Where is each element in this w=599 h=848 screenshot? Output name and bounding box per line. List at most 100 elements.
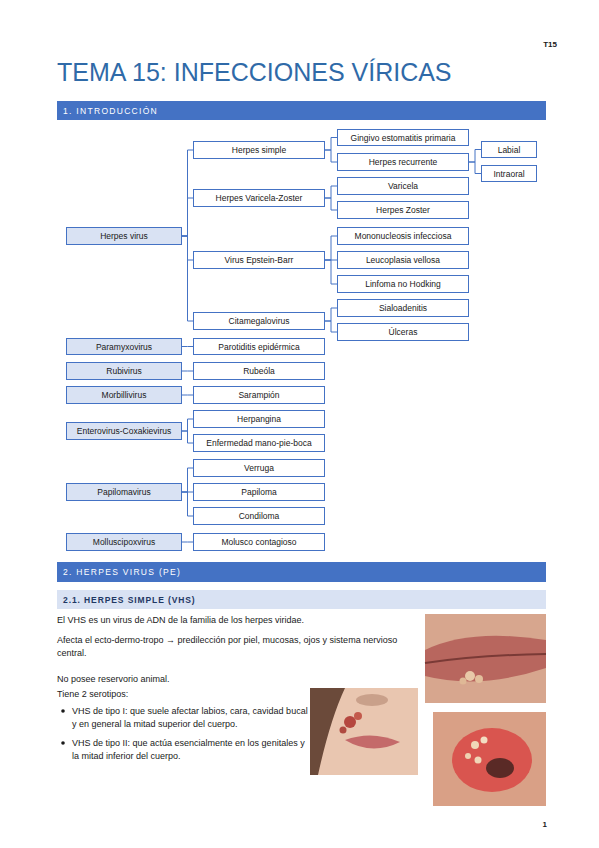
- connector-line: [325, 138, 337, 151]
- disease-box: Intraoral: [481, 165, 537, 182]
- node-text: 1. INTRODUCCIÓN: [63, 106, 158, 116]
- connector-line: [325, 198, 337, 210]
- disease-box: Herpes Zoster: [337, 201, 469, 219]
- node-text: Labial: [498, 145, 521, 155]
- connector-line: [182, 395, 193, 396]
- blister: [465, 671, 475, 681]
- blister: [465, 753, 471, 759]
- lesion: [340, 727, 347, 734]
- node-text: Molluscipoxvirus: [93, 537, 155, 547]
- photo-background: [433, 712, 546, 806]
- node-text: Leucoplasia vellosa: [366, 255, 440, 265]
- bullet-dot: [61, 709, 65, 713]
- disease-box: Gingivo estomatitis primaria: [337, 129, 469, 146]
- lesion: [344, 716, 356, 728]
- blister: [481, 737, 488, 744]
- node-text: Rubivirus: [106, 366, 141, 376]
- photo-background: [425, 614, 546, 703]
- node-text: Herpes Varicela-Zoster: [216, 193, 303, 203]
- connector-line: [325, 186, 337, 198]
- disease-box: Herpes Varicela-Zoster: [193, 189, 325, 207]
- body-text: El VHS es un virus de ADN de la familia …: [57, 614, 419, 627]
- connector-line: [182, 236, 193, 260]
- node-text: Citamegalovirus: [229, 316, 290, 326]
- disease-box: Citamegalovirus: [193, 312, 325, 330]
- connector-line: [182, 492, 193, 493]
- lip-shape: [345, 735, 400, 748]
- virus-family-box: Molluscipoxvirus: [66, 533, 182, 551]
- virus-family-box: Rubivirus: [66, 362, 182, 380]
- connector-line: [182, 542, 193, 543]
- nose-photo: [433, 712, 546, 806]
- blister: [471, 741, 479, 749]
- blister: [475, 757, 482, 764]
- bullet-text: VHS de tipo II: que actúa esencialmente …: [72, 737, 308, 763]
- lesion: [354, 712, 362, 720]
- connector-line: [182, 492, 193, 516]
- disease-box: Virus Epstein-Barr: [193, 251, 325, 269]
- node-text: Herpes recurrente: [369, 157, 438, 167]
- connector-line: [182, 150, 193, 236]
- node-text: Úlceras: [389, 327, 418, 337]
- connector-line: [325, 260, 337, 284]
- photo-background: [310, 688, 418, 775]
- connector-line: [182, 198, 193, 236]
- connector-line: [325, 308, 337, 321]
- node-text: Sialoadenitis: [379, 303, 427, 313]
- disease-box: Herpes simple: [193, 141, 325, 159]
- virus-family-box: Papilomavirus: [66, 483, 182, 501]
- node-text: Verruga: [244, 463, 274, 473]
- connector-line: [469, 150, 481, 163]
- node-text: Rubeóla: [243, 366, 275, 376]
- virus-family-box: Enterovirus-Coxakievirus: [66, 422, 182, 440]
- nose-shape: [356, 694, 388, 706]
- node-text: Papiloma: [241, 487, 276, 497]
- node-text: Varicela: [388, 181, 418, 191]
- disease-box: Mononucleosis infecciosa: [337, 227, 469, 245]
- disease-box: Condiloma: [193, 507, 325, 525]
- lip-shape: [425, 636, 546, 682]
- node-text: Paramyxovirus: [96, 342, 152, 352]
- body-text: Afecta el ecto-dermo-tropo → predilecció…: [57, 634, 419, 660]
- connector-line: [182, 346, 193, 347]
- node-text: Gingivo estomatitis primaria: [351, 133, 456, 143]
- disease-box: Verruga: [193, 459, 325, 477]
- nostril: [486, 758, 514, 778]
- disease-box: Labial: [481, 141, 537, 158]
- connector-line: [182, 468, 193, 492]
- bullet-text: VHS de tipo I: que suele afectar labios,…: [72, 705, 308, 731]
- node-text: Herpangina: [237, 414, 281, 424]
- disease-box: Papiloma: [193, 483, 325, 501]
- disease-box: Herpes recurrente: [337, 153, 469, 171]
- section-band: 2. HERPES VIRUS (PE): [57, 562, 546, 582]
- body-text: Tiene 2 serotipos:: [57, 688, 297, 701]
- connector-line: [182, 419, 193, 431]
- face-photo: [310, 688, 418, 775]
- node-text: Condiloma: [239, 511, 280, 521]
- disease-box: Varicela: [337, 177, 469, 195]
- page-number: 1: [527, 818, 547, 831]
- subsection-band: 2.1. HERPES SIMPLE (VHS): [57, 590, 546, 609]
- body-text: No posee reservorio animal.: [57, 673, 419, 686]
- connector-line: [325, 236, 337, 260]
- node-text: Parotiditis epidérmica: [218, 342, 299, 352]
- blister: [475, 675, 483, 683]
- node-text: Papilomavirus: [97, 487, 150, 497]
- node-text: 2. HERPES VIRUS (PE): [63, 567, 181, 577]
- node-text: Herpes Zoster: [376, 205, 430, 215]
- lip-line: [425, 654, 546, 663]
- disease-box: Molusco contagioso: [193, 533, 325, 551]
- node-text: Virus Epstein-Barr: [225, 255, 294, 265]
- disease-box: Linfoma no Hodking: [337, 275, 469, 293]
- disease-box: Sialoadenitis: [337, 299, 469, 317]
- connector-line: [182, 431, 193, 443]
- connector-line: [469, 162, 481, 174]
- node-text: Enfermedad mano-pie-boca: [206, 438, 311, 448]
- connector-line: [325, 260, 337, 261]
- connector-line: [182, 371, 193, 372]
- node-text: Linfoma no Hodking: [365, 279, 441, 289]
- virus-family-box: Paramyxovirus: [66, 338, 182, 355]
- bullet-dot: [61, 741, 65, 745]
- disease-box: Úlceras: [337, 323, 469, 341]
- lip-photo: [425, 614, 546, 703]
